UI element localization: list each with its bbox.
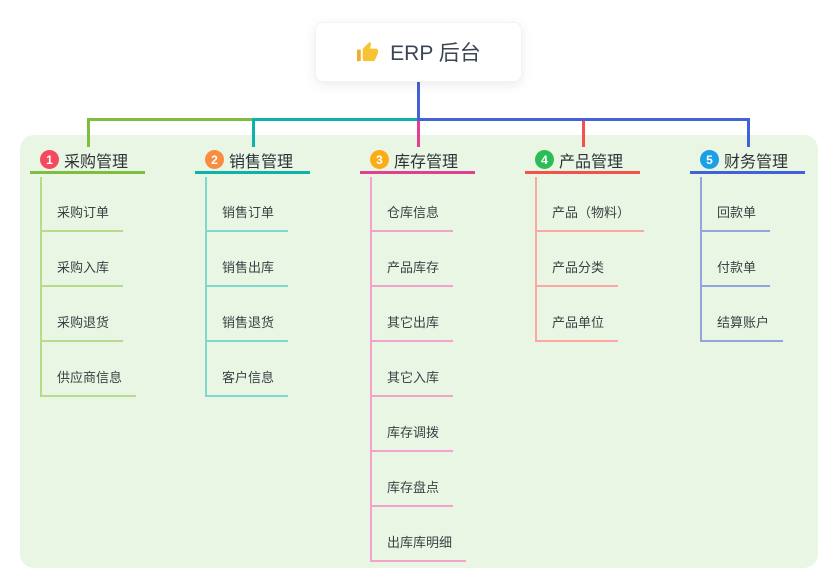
child-node[interactable]: 结算账户 [702,287,784,342]
child-node[interactable]: 采购订单 [42,177,124,232]
connector-rail [87,118,255,121]
child-label: 库存盘点 [387,480,440,495]
child-label: 供应商信息 [57,370,123,385]
child-label: 回款单 [717,205,757,220]
root-title: ERP 后台 [390,42,481,65]
child-node[interactable]: 销售退货 [207,287,289,342]
child-node[interactable]: 产品库存 [372,232,454,287]
branch-number-badge: 1 [40,150,59,169]
child-label: 销售出库 [222,260,275,275]
child-label: 仓库信息 [387,205,440,220]
branch-node[interactable]: 4 产品管理 [525,148,640,174]
child-node[interactable]: 产品分类 [537,232,619,287]
branch-number-badge: 4 [535,150,554,169]
branch-children: 仓库信息产品库存其它出库其它入库库存调拨库存盘点出库库明细 [370,177,467,562]
branch-children: 采购订单采购入库采购退货供应商信息 [40,177,137,397]
child-label: 产品库存 [387,260,440,275]
branch-children: 回款单付款单结算账户 [700,177,784,342]
child-node[interactable]: 付款单 [702,232,771,287]
child-node[interactable]: 仓库信息 [372,177,454,232]
connector-rail [417,118,750,121]
child-label: 其它入库 [387,370,440,385]
child-label: 销售退货 [222,315,275,330]
child-label: 产品分类 [552,260,605,275]
child-node[interactable]: 回款单 [702,177,771,232]
root-connector-drop [417,82,420,121]
branch-number-badge: 5 [700,150,719,169]
child-node[interactable]: 库存调拨 [372,397,454,452]
child-label: 销售订单 [222,205,275,220]
branch-node[interactable]: 2 销售管理 [195,148,310,174]
branch-children: 产品（物料） 产品分类产品单位 [535,177,645,342]
connector-drop [417,121,420,147]
child-node[interactable]: 其它出库 [372,287,454,342]
branch-node[interactable]: 3 库存管理 [360,148,475,174]
branch-number-badge: 3 [370,150,389,169]
connector-drop [252,118,255,147]
branch-node[interactable]: 5 财务管理 [690,148,805,174]
child-node[interactable]: 采购入库 [42,232,124,287]
child-label: 采购退货 [57,315,110,330]
child-node[interactable]: 销售订单 [207,177,289,232]
child-label: 其它出库 [387,315,440,330]
branches-panel [20,135,818,568]
branch-number-badge: 2 [205,150,224,169]
child-node[interactable]: 库存盘点 [372,452,454,507]
branch-label: 销售管理 [229,153,294,171]
branch-node[interactable]: 1 采购管理 [30,148,145,174]
thumbs-up-icon [356,41,379,64]
child-node[interactable]: 采购退货 [42,287,124,342]
child-node[interactable]: 产品单位 [537,287,619,342]
child-label: 出库库明细 [387,535,453,550]
connector-drop [87,118,90,147]
child-label: 付款单 [717,260,757,275]
child-label: 采购入库 [57,260,110,275]
child-label: 库存调拨 [387,425,440,440]
root-node[interactable]: ERP 后台 [315,22,522,82]
connector-drop [747,118,750,147]
connector-rail [252,118,420,121]
child-label: 产品单位 [552,315,605,330]
branch-children: 销售订单销售出库销售退货客户信息 [205,177,289,397]
child-node[interactable]: 出库库明细 [372,507,467,562]
child-node[interactable]: 销售出库 [207,232,289,287]
branch-label: 财务管理 [724,153,789,171]
child-label: 产品（物料） [552,205,631,220]
child-node[interactable]: 产品（物料） [537,177,645,232]
child-label: 采购订单 [57,205,110,220]
branch-label: 库存管理 [394,153,459,171]
connector-drop [582,121,585,147]
child-label: 客户信息 [222,370,275,385]
branch-label: 采购管理 [64,153,129,171]
child-node[interactable]: 供应商信息 [42,342,137,397]
branch-label: 产品管理 [559,153,624,171]
child-node[interactable]: 其它入库 [372,342,454,397]
child-node[interactable]: 客户信息 [207,342,289,397]
child-label: 结算账户 [717,315,770,330]
